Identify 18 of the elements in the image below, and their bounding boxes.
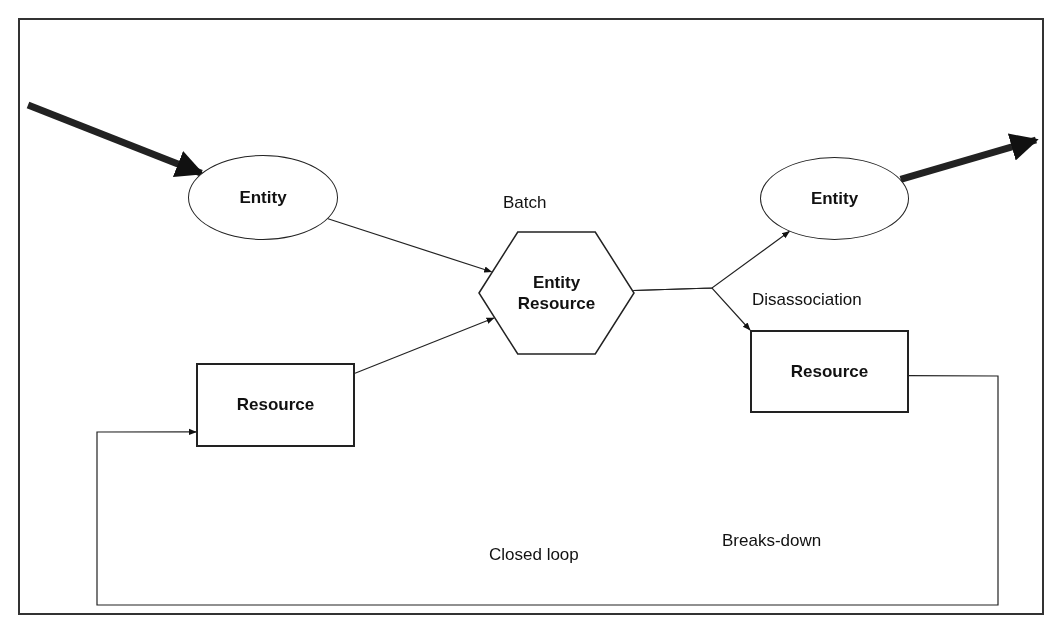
node-label: Entity bbox=[238, 186, 288, 209]
connector-arrow bbox=[327, 218, 493, 273]
node-label: Entity Resource bbox=[516, 271, 597, 315]
annotation-label: Breaks-down bbox=[722, 531, 822, 551]
connector-arrow bbox=[632, 287, 751, 331]
connector-arrow bbox=[96, 375, 999, 606]
node-label: Resource bbox=[235, 394, 316, 416]
resource-box bbox=[196, 363, 355, 447]
node-label: Entity bbox=[809, 187, 860, 210]
node-label: Resource bbox=[789, 360, 870, 383]
batch-hexagon bbox=[478, 231, 635, 355]
node-caption: Batch bbox=[503, 193, 547, 213]
flow-arrow bbox=[899, 133, 1039, 183]
resource-box bbox=[750, 330, 909, 413]
annotation-label: Closed loop bbox=[489, 545, 579, 565]
flow-arrow bbox=[26, 101, 204, 178]
annotation-label: Disassociation bbox=[752, 290, 862, 310]
connector-arrow bbox=[354, 317, 495, 374]
